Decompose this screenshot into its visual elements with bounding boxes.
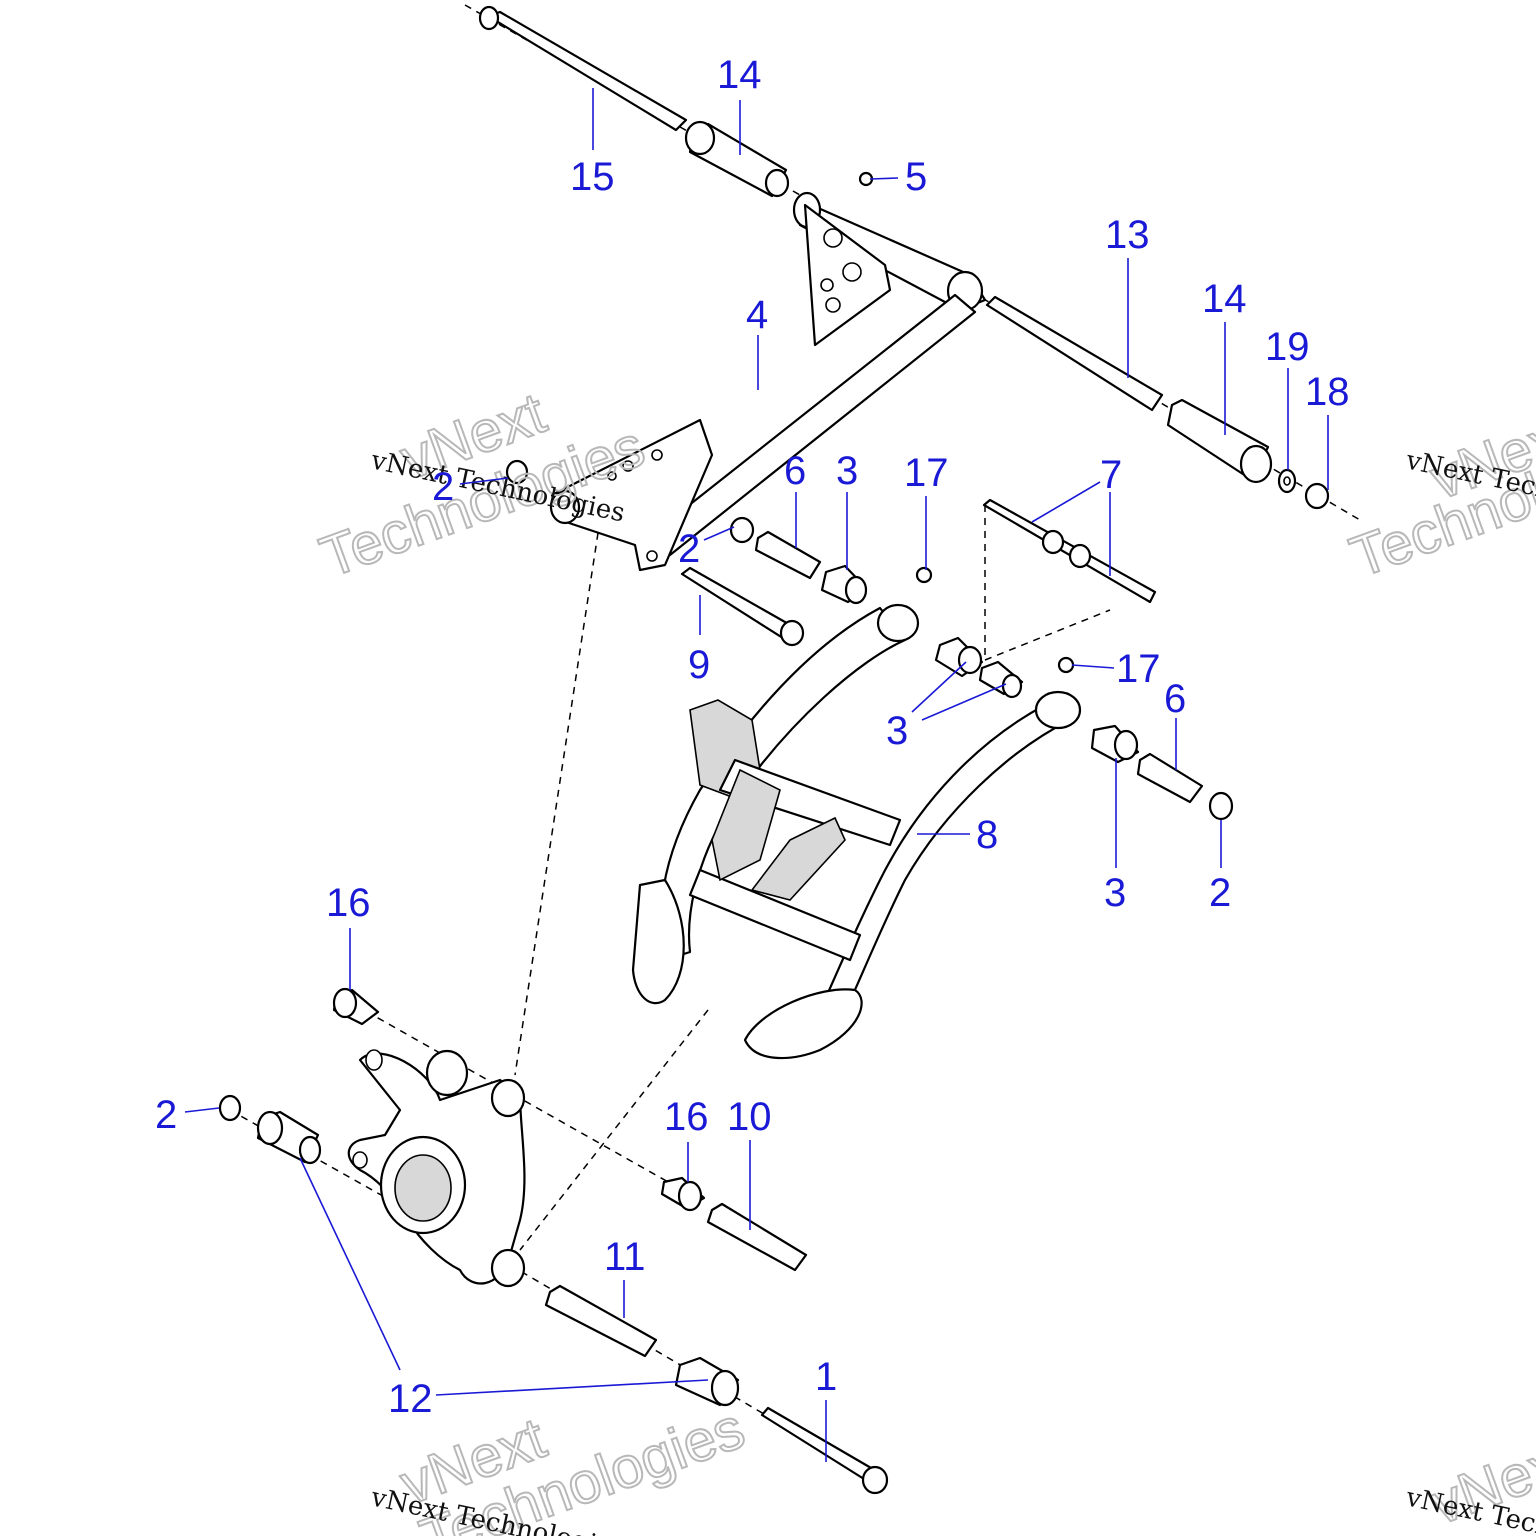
callout-12: 12: [388, 1377, 433, 1421]
nut-18: [1304, 482, 1330, 510]
callout-17-right: 17: [1116, 647, 1161, 691]
long-bolt-15: [478, 5, 688, 132]
callout-7: 7: [1100, 453, 1122, 497]
callout-19: 19: [1265, 325, 1310, 369]
nut-2-mid: [729, 516, 755, 544]
grease-fitting-17-b: [1057, 656, 1075, 674]
bushing-16-bottom: [660, 1176, 706, 1212]
callout-3-center: 3: [886, 709, 908, 753]
callout-6-left: 6: [784, 449, 806, 493]
callout-2-lower-left: 2: [155, 1093, 177, 1137]
bushing-3-left: [820, 564, 868, 605]
callout-15: 15: [570, 155, 615, 199]
bolt-1: [760, 1406, 889, 1495]
bushing-14-top: [684, 120, 790, 198]
callout-18: 18: [1305, 370, 1350, 414]
leader-lines: [184, 88, 1329, 1462]
callout-13: 13: [1105, 213, 1150, 257]
callouts: 15 14 5 13 14 19 18 4 2 6 3 17 7 2 9 17 …: [155, 53, 1350, 1421]
callout-11: 11: [604, 1235, 646, 1279]
grease-fitting-17-a: [915, 566, 933, 584]
spacer-6-left: [754, 530, 822, 580]
callout-5: 5: [905, 155, 927, 199]
nut-2-lower-left: [218, 1094, 242, 1122]
nut-2-top-left: [505, 459, 529, 485]
callout-16-top: 16: [326, 881, 371, 925]
bolt-9: [680, 566, 805, 647]
callout-10: 10: [727, 1095, 772, 1139]
callout-2-right: 2: [1209, 871, 1231, 915]
callout-9: 9: [688, 643, 710, 687]
watermarks: vNext Technologies vNext Technologies vN…: [311, 379, 1536, 1536]
callout-16-bottom: 16: [664, 1095, 709, 1139]
bushing-12-right: [674, 1356, 740, 1407]
bushing-3-center-a: [934, 636, 984, 678]
knuckle: [347, 1049, 526, 1288]
callout-3-right: 3: [1104, 871, 1126, 915]
bushing-12-left: [256, 1110, 322, 1165]
callout-14-top: 14: [717, 53, 762, 97]
callout-8: 8: [976, 813, 998, 857]
callout-17-top: 17: [904, 451, 949, 495]
bushing-16-top: [332, 987, 380, 1026]
callout-6-right: 6: [1164, 677, 1186, 721]
shaft-13: [985, 295, 1164, 412]
lower-arm-8: [631, 603, 1082, 1060]
callout-4: 4: [746, 293, 768, 337]
callout-3-left: 3: [836, 449, 858, 493]
spacer-6-right: [1136, 752, 1204, 804]
pin-11: [544, 1284, 658, 1358]
bushing-3-right: [1090, 724, 1140, 764]
callout-2-mid: 2: [678, 527, 700, 571]
callout-14-right: 14: [1202, 277, 1247, 321]
pivot-bolt-7: [982, 498, 1157, 604]
nut-2-right: [1208, 791, 1234, 821]
bushing-14-right: [1166, 398, 1273, 484]
callout-1: 1: [815, 1355, 837, 1399]
upper-a-arm-4: [549, 191, 987, 572]
pin-10: [706, 1202, 808, 1272]
washer-19: [1277, 468, 1297, 494]
callout-2-top-left: 2: [432, 465, 454, 509]
